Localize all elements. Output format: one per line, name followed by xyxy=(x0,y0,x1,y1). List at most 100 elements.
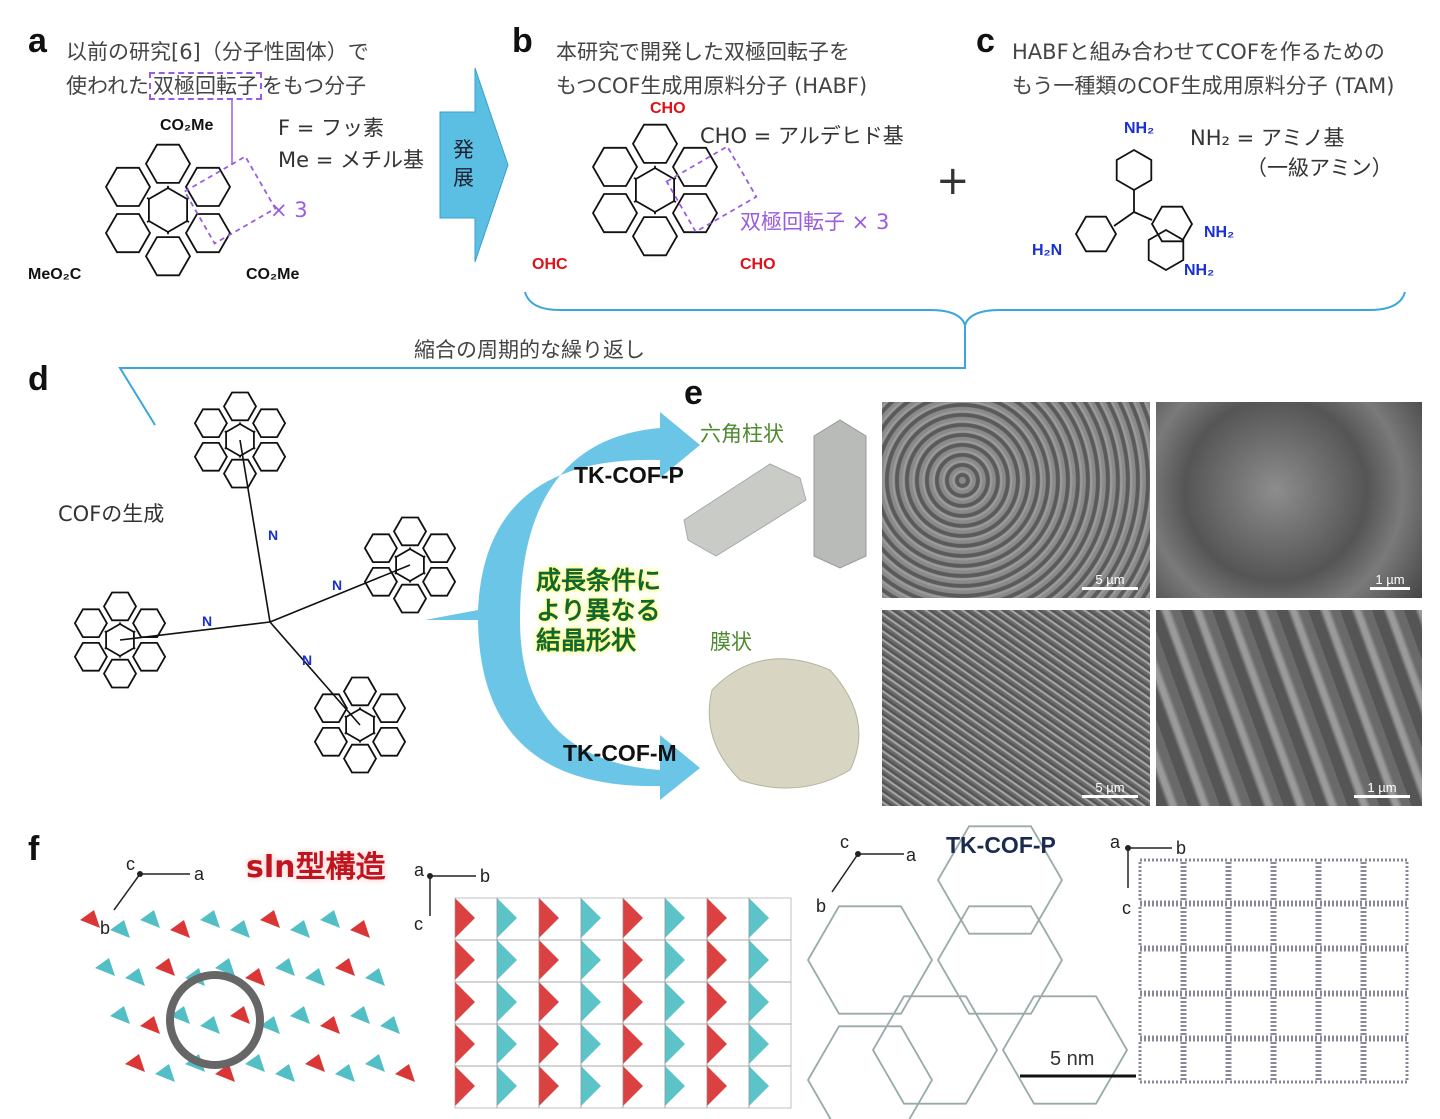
scale-bar: 1 µm xyxy=(1354,780,1410,798)
sln-tetrahedron xyxy=(581,898,601,938)
cof-side-cell xyxy=(1363,1038,1409,1084)
sln-tetrahedron xyxy=(749,982,769,1022)
tk-cof-m-label: TK-COF-M xyxy=(563,740,677,766)
axis-label: c xyxy=(126,854,135,874)
axis-label: c xyxy=(1122,898,1131,918)
cof-side-cell xyxy=(1273,903,1319,949)
sln-tetrahedron xyxy=(155,958,175,976)
sln-tetrahedron xyxy=(275,1064,295,1082)
core-ring xyxy=(635,166,675,214)
bond xyxy=(673,200,677,203)
cof-side-cell xyxy=(1183,1038,1229,1084)
growth-condition-label: 成長条件に より異なる 結晶形状 xyxy=(536,566,661,656)
cof-side-cell xyxy=(1273,858,1319,904)
sln-tetrahedron xyxy=(665,1024,685,1064)
panel-b-label: b xyxy=(512,22,533,60)
sln-tetrahedron xyxy=(170,920,190,938)
lattice-cell xyxy=(748,1065,792,1109)
develop-arrow xyxy=(439,67,509,263)
sln-tetrahedron xyxy=(125,1054,145,1072)
bond xyxy=(146,220,150,223)
cof-side-cell xyxy=(1228,948,1274,994)
bond xyxy=(1113,211,1135,227)
bond xyxy=(394,555,397,558)
axis-label: a xyxy=(906,845,917,865)
legend-amine: （一級アミン） xyxy=(1246,156,1393,180)
sln-tetrahedron xyxy=(320,1016,340,1034)
phenyl-ring xyxy=(372,693,407,723)
cof-pore xyxy=(1001,995,1129,1105)
n-label: N xyxy=(268,527,278,543)
panel-f-label: f xyxy=(28,830,40,868)
axis-arrow xyxy=(831,853,859,893)
sln-tetrahedron xyxy=(749,1066,769,1106)
phenyl-ring xyxy=(1074,215,1118,253)
plus-sign: + xyxy=(936,158,970,204)
bond xyxy=(104,647,107,650)
cof-side-cell xyxy=(1183,903,1229,949)
sln-tetrahedron xyxy=(581,982,601,1022)
axis-label: b xyxy=(100,918,111,938)
sln-tetrahedron xyxy=(365,968,385,986)
bond xyxy=(146,197,150,200)
cof-side-cell xyxy=(1363,948,1409,994)
phenyl-ring xyxy=(222,391,258,422)
axis-arrow xyxy=(113,873,141,911)
ohc-label: OHC xyxy=(532,256,568,273)
phenyl-ring xyxy=(363,533,398,563)
sln-tetrahedron xyxy=(497,898,517,938)
phenyl-ring xyxy=(631,123,679,164)
sln-structure-label: sln型構造 xyxy=(246,850,386,885)
sln-tetrahedron xyxy=(665,1066,685,1106)
phenyl-ring xyxy=(193,441,228,472)
caption-text: をもつ分子 xyxy=(261,74,367,98)
growth-line: 成長条件に xyxy=(536,566,662,595)
panel-a-caption-1: 以前の研究[6]（分子性固体）で xyxy=(66,40,369,64)
sln-tetrahedron xyxy=(230,920,250,938)
sln-tetrahedron xyxy=(665,940,685,980)
sln-tetrahedron xyxy=(623,1024,643,1064)
imine-linkage xyxy=(239,439,271,623)
phenyl-ring xyxy=(392,516,428,547)
sln-tetrahedron xyxy=(200,1016,220,1034)
bond xyxy=(344,732,347,735)
sln-tetrahedron xyxy=(80,910,100,928)
rotor-box xyxy=(183,155,277,245)
nh2-label: NH₂ xyxy=(1184,262,1215,279)
bond xyxy=(133,630,136,633)
bond xyxy=(224,430,227,433)
bond xyxy=(423,555,426,558)
sln-tetrahedron xyxy=(455,1024,475,1064)
phenyl-ring xyxy=(631,216,679,257)
sln-tetrahedron xyxy=(380,1016,400,1034)
sln-tetrahedron xyxy=(539,898,559,938)
sln-tetrahedron xyxy=(140,1016,160,1034)
phenyl-ring xyxy=(132,642,167,672)
sln-tetrahedron xyxy=(290,920,310,938)
sln-tetrahedron xyxy=(200,910,220,928)
phenyl-ring xyxy=(252,441,287,472)
cof-side-cell xyxy=(1363,858,1409,904)
sln-tetrahedron xyxy=(497,940,517,980)
scale-5nm: 5 nm xyxy=(1050,1048,1095,1070)
sem-image-p-high: 1 µm xyxy=(1156,402,1422,598)
sln-tetrahedron xyxy=(497,982,517,1022)
n-label: N xyxy=(302,652,312,668)
sln-tetrahedron xyxy=(95,958,115,976)
panel-c-caption-1: HABFと組み合わせてCOFを作るための xyxy=(1012,40,1385,64)
axis-label: b xyxy=(480,866,491,886)
phenyl-ring xyxy=(313,693,348,723)
phenyl-ring xyxy=(372,727,407,757)
sln-tetrahedron xyxy=(350,1006,370,1024)
sln-tetrahedron xyxy=(335,958,355,976)
sln-tetrahedron xyxy=(110,1006,130,1024)
sln-tetrahedron xyxy=(497,1066,517,1106)
sln-tetrahedron xyxy=(260,910,280,928)
film-crystal xyxy=(708,658,860,789)
sln-tetrahedron xyxy=(749,898,769,938)
sem-image-m-low: 5 µm xyxy=(882,610,1150,806)
panel-e-label: e xyxy=(684,374,703,412)
sln-tetrahedron xyxy=(305,1054,325,1072)
cof-side-cell xyxy=(1273,1038,1319,1084)
